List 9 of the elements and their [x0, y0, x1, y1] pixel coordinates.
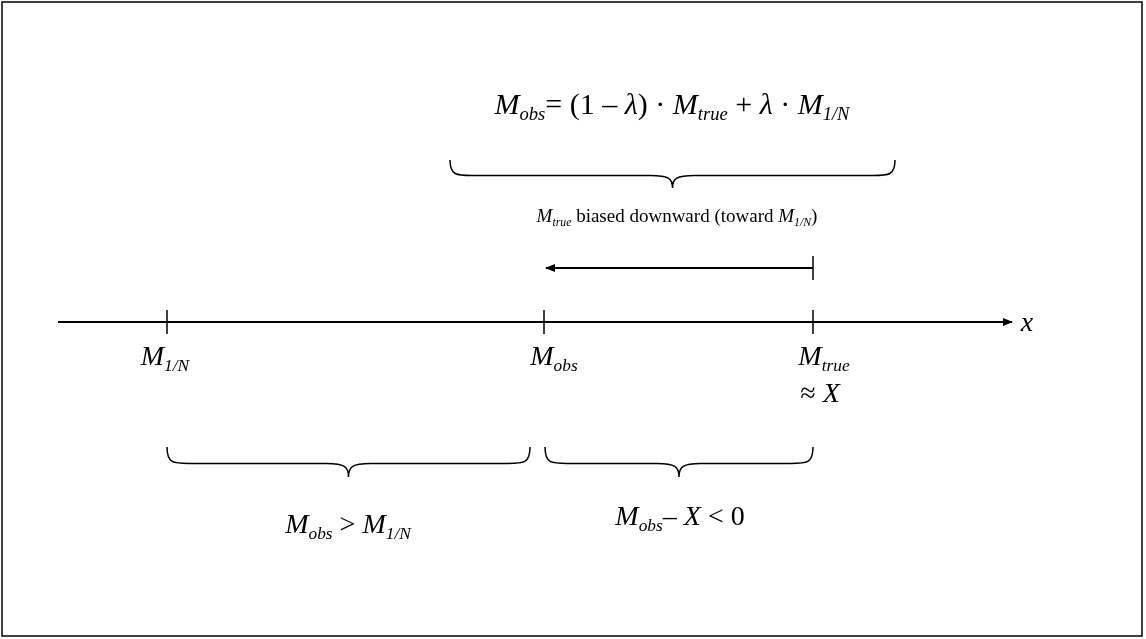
tick-label: M$_{obs}$ — [530, 341, 578, 375]
inequality-text: M$_{obs}$– X < 0 — [615, 501, 745, 535]
inequality-text: M$_{obs}$ > M$_{1/N}$ — [285, 509, 411, 543]
tick-label: M$_{1/N}$ — [140, 341, 190, 375]
formula: M$_{obs}$= (1 – λ) · M$_{true}$ + λ · M$_{1/N}$ — [494, 87, 850, 125]
axis-label: x — [1020, 306, 1034, 338]
annotation-text: M$_{true}$ biased downward (toward M$_{1/N}$) — [536, 206, 818, 230]
tick-label: M$_{true}$ — [798, 341, 850, 375]
tick-label: ≈ X — [800, 377, 840, 409]
